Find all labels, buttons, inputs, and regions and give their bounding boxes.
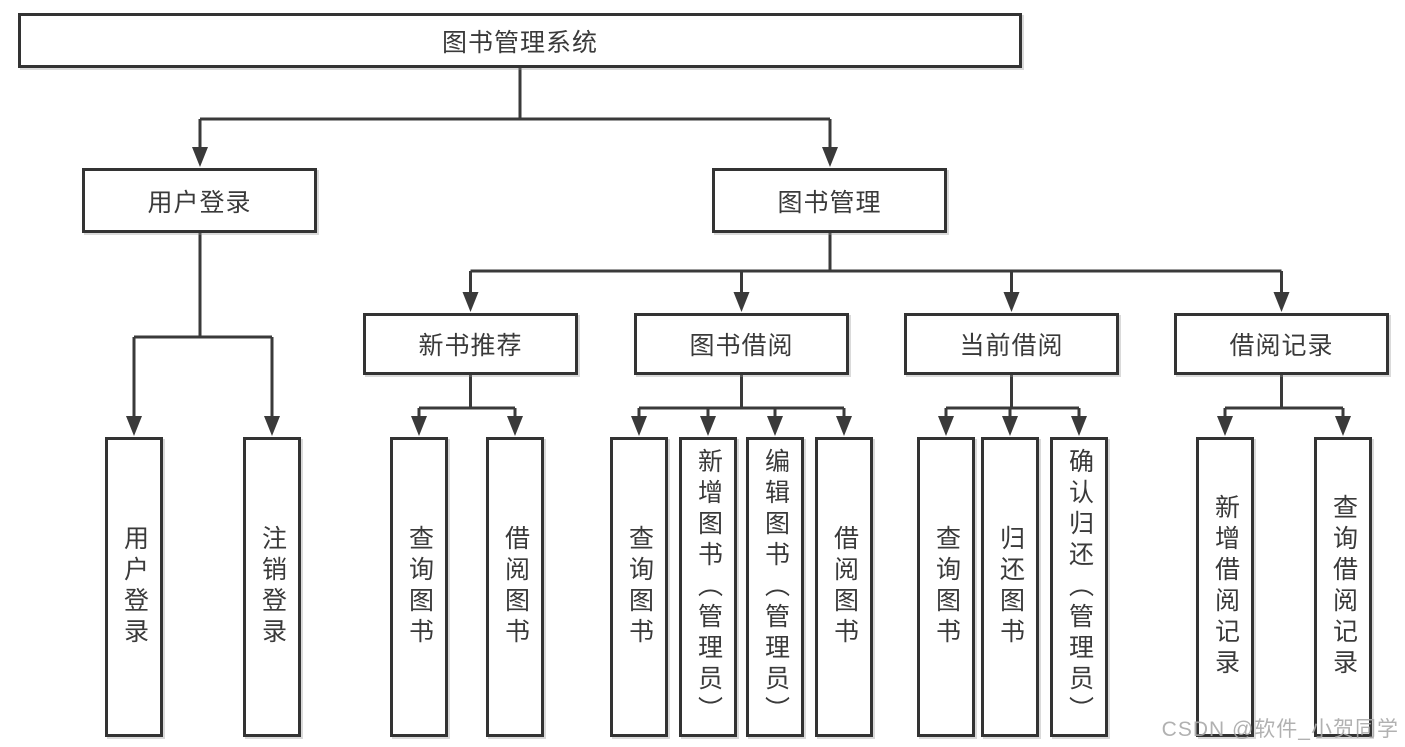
connector-bookmgmt-to-level3 xyxy=(469,233,1283,297)
leaf-borrow-book-recommend: 借阅图书 xyxy=(486,437,544,737)
leaf-query-borrow-record: 查询借阅记录 xyxy=(1314,437,1372,737)
connector-currentborrow-to-leaves xyxy=(944,375,1081,421)
arrow-icon xyxy=(126,416,142,436)
arrow-icon xyxy=(1335,416,1351,436)
node-book-borrow: 图书借阅 xyxy=(634,313,849,375)
arrow-icon xyxy=(767,416,783,436)
leaf-edit-book-admin: 编辑图书（管理员） xyxy=(746,437,804,737)
leaf-add-book-admin: 新增图书（管理员） xyxy=(679,437,737,737)
arrow-icon xyxy=(1273,292,1290,312)
leaf-borrow-book: 借阅图书 xyxy=(815,437,873,737)
arrow-icon xyxy=(1217,416,1233,436)
arrow-icon xyxy=(1071,416,1087,436)
arrow-icon xyxy=(462,292,479,312)
connector-newbook-to-leaves xyxy=(417,375,517,421)
arrow-icon xyxy=(264,416,280,436)
connector-bookborrow-to-leaves xyxy=(637,375,846,421)
leaf-query-book-recommend: 查询图书 xyxy=(390,437,448,737)
arrow-icon xyxy=(631,416,647,436)
leaf-confirm-return-admin: 确认归还（管理员） xyxy=(1050,437,1108,737)
arrow-icon xyxy=(1003,292,1020,312)
arrow-icon xyxy=(411,416,427,436)
arrow-icon xyxy=(733,292,750,312)
leaf-add-borrow-record: 新增借阅记录 xyxy=(1196,437,1254,737)
arrow-icon xyxy=(822,147,838,167)
arrow-icon xyxy=(700,416,716,436)
arrow-icon xyxy=(836,416,852,436)
arrow-icon xyxy=(192,147,208,167)
leaf-query-book-borrow: 查询图书 xyxy=(610,437,668,737)
connector-borrowrecord-to-leaves xyxy=(1223,375,1345,421)
arrow-icon xyxy=(507,416,523,436)
leaf-return-book: 归还图书 xyxy=(981,437,1039,737)
leaf-user-login: 用户登录 xyxy=(105,437,163,737)
leaf-query-book-current: 查询图书 xyxy=(917,437,975,737)
node-new-book-recommend: 新书推荐 xyxy=(363,313,578,375)
arrowheads xyxy=(126,147,1351,436)
node-root: 图书管理系统 xyxy=(18,13,1022,68)
csdn-watermark: CSDN @软件_小贺同学 xyxy=(1161,718,1399,741)
arrow-icon xyxy=(1002,416,1018,436)
node-book-management: 图书管理 xyxy=(712,168,947,233)
node-borrow-record: 借阅记录 xyxy=(1174,313,1389,375)
leaf-logout: 注销登录 xyxy=(243,437,301,737)
node-user-login: 用户登录 xyxy=(82,168,317,233)
connector-userlogin-to-leaves xyxy=(132,233,274,421)
node-current-borrow: 当前借阅 xyxy=(904,313,1119,375)
arrow-icon xyxy=(938,416,954,436)
connector-root-to-level2 xyxy=(198,68,832,152)
